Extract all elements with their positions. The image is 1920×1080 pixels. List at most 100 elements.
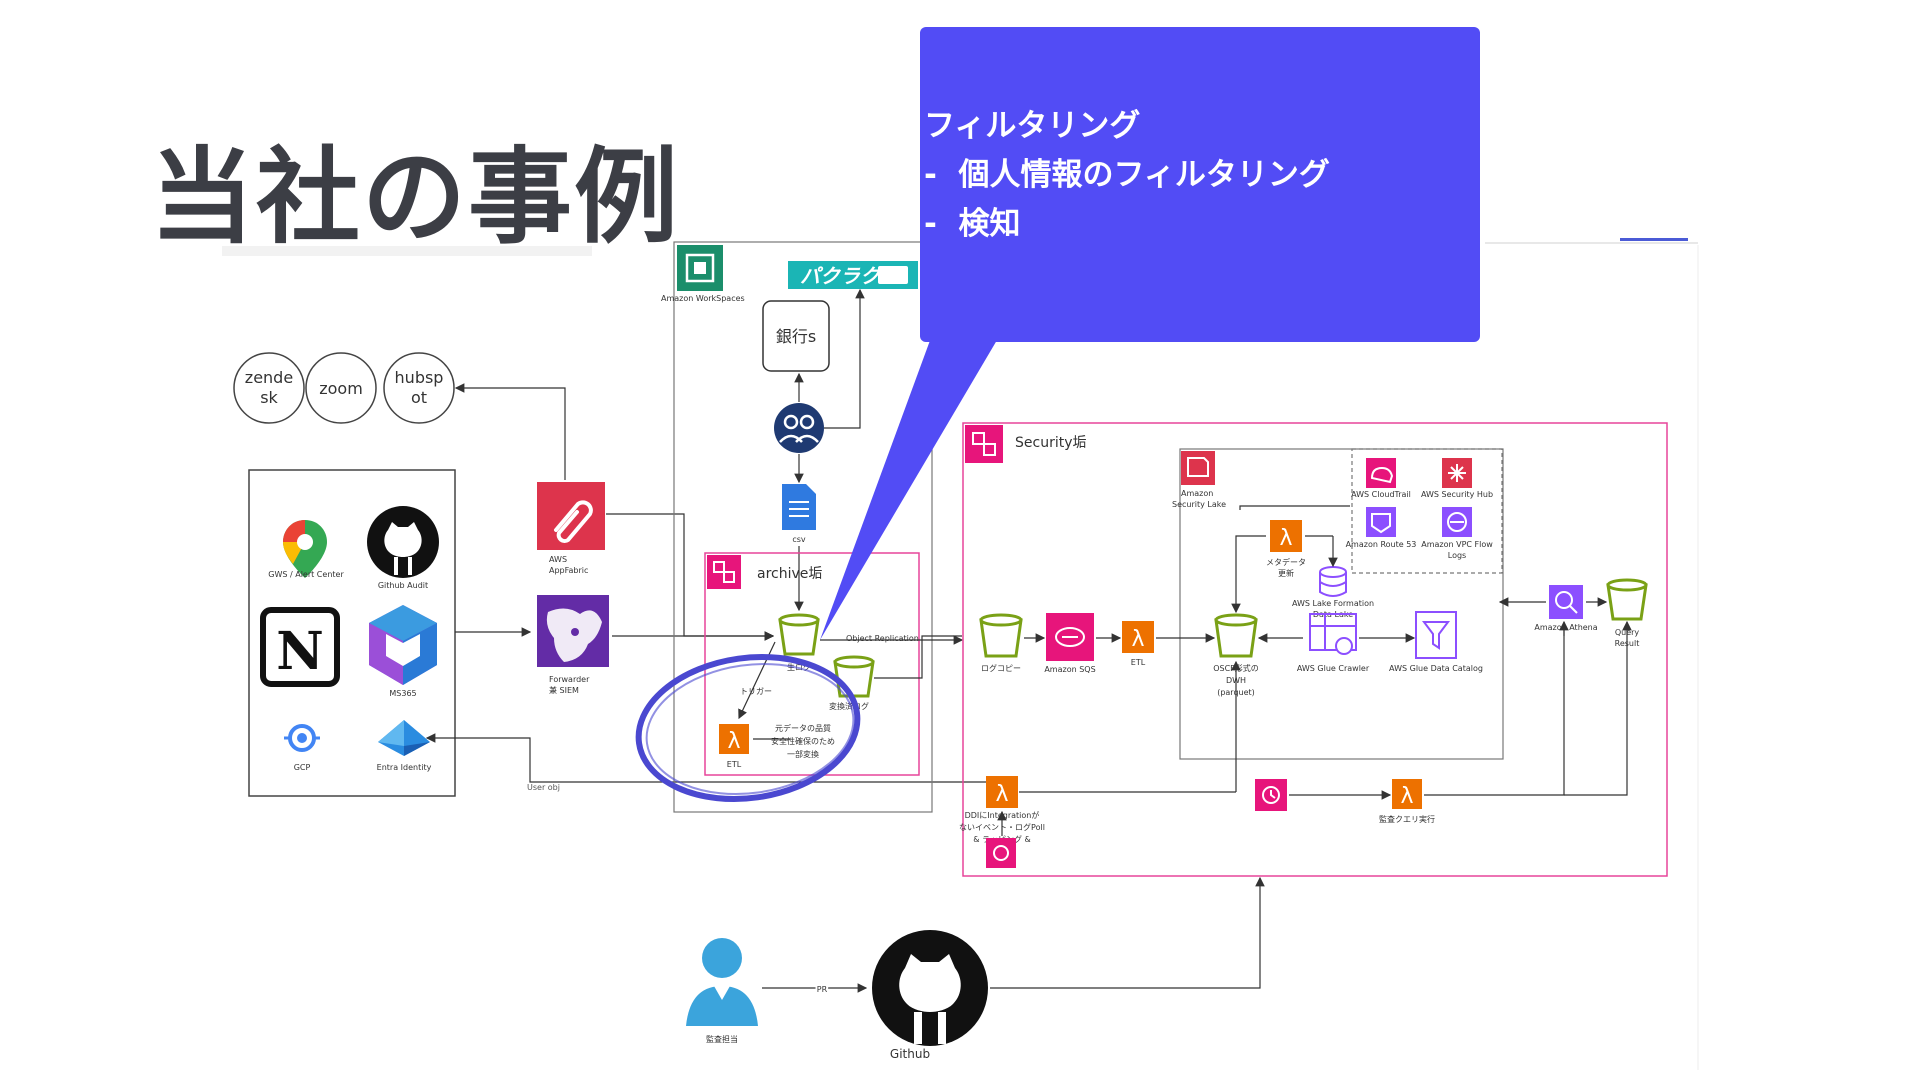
svg-text:λ: λ	[1131, 627, 1144, 652]
security-lake-icon	[1181, 451, 1215, 485]
datadog-forwarder-icon	[537, 595, 609, 667]
notion-icon: N	[260, 607, 340, 687]
workspaces-container	[673, 241, 933, 813]
lake-formation-icon	[1319, 566, 1347, 597]
svg-text:λ: λ	[1279, 526, 1292, 551]
zoom-circle	[305, 352, 377, 424]
bank-box	[762, 300, 830, 372]
csv-file-icon	[782, 484, 816, 530]
archive-note: 元データの品質安全性確保のため一部変換	[771, 723, 835, 759]
athena-icon	[1549, 585, 1583, 619]
athena-label: Amazon Athena	[1534, 623, 1597, 632]
route53-label: Amazon Route 53	[1346, 540, 1417, 549]
security-etl-label: ETL	[1131, 658, 1146, 667]
security-connectors	[997, 505, 1632, 836]
pr-label: PR	[817, 985, 828, 994]
zendesk-circle	[233, 352, 305, 424]
callout-line-3: - 検知	[924, 206, 1021, 242]
github-connector	[990, 876, 1265, 989]
scheduler-icon	[1255, 779, 1287, 811]
archive-etl-label: ETL	[727, 760, 742, 769]
github-icon	[872, 930, 988, 1046]
svg-text:パクラク: パクラク	[800, 264, 882, 288]
workspaces-connectors	[794, 288, 865, 612]
sources-box: GWS / Alert Center Github Audit N MS	[248, 469, 456, 797]
svg-text:λ: λ	[727, 729, 740, 754]
hubspot-circle	[383, 352, 455, 424]
github-audit-icon	[367, 506, 439, 578]
route53-icon	[1366, 507, 1396, 537]
eventbridge-icon	[986, 838, 1016, 868]
callout-box	[920, 27, 1480, 342]
gws-label: GWS / Alert Center	[268, 570, 344, 579]
archive-account-icon	[707, 555, 741, 589]
glue-catalog-label: AWS Glue Data Catalog	[1389, 664, 1483, 673]
title-underline	[222, 246, 592, 256]
dwh-bucket-icon	[1214, 613, 1258, 658]
security-etl-lambda-icon: λ	[1122, 621, 1154, 653]
log-copy-label: ログコピー	[981, 663, 1021, 673]
cloudtrail-icon	[1366, 458, 1396, 488]
transformed-log-label: 変換済ログ	[829, 701, 869, 711]
security-hub-label: AWS Security Hub	[1421, 490, 1493, 499]
audit-query-label: 監査クエリ実行	[1379, 814, 1435, 824]
google-maps-icon	[283, 520, 327, 578]
object-replication-label: Object Replication	[846, 634, 919, 643]
left-connectors	[425, 383, 1000, 783]
callout-line-1: フィルタリング	[924, 108, 1141, 144]
csv-label: csv	[792, 535, 806, 544]
ms365-icon	[369, 605, 437, 685]
metadata-lambda-icon: λ	[1270, 520, 1302, 552]
callout-text: フィルタリング - 個人情報のフィルタリング - 検知	[924, 102, 1330, 249]
audit-query-lambda-icon: λ	[1392, 779, 1422, 809]
query-result-bucket-icon	[1606, 578, 1648, 621]
glue-crawler-label: AWS Glue Crawler	[1297, 664, 1370, 673]
rakuraku-logo: パクラク	[788, 261, 918, 289]
zoom-label: zoom	[319, 379, 363, 398]
raw-log-bucket-icon	[778, 613, 820, 656]
ms365-label: MS365	[389, 689, 416, 698]
user-obj-label: User obj	[527, 783, 560, 792]
auditor-icon	[686, 938, 758, 1026]
highlight-circle-inner	[645, 662, 855, 796]
bank-label: 銀行s	[776, 327, 816, 346]
log-copy-bucket-icon	[979, 613, 1023, 658]
svg-text:λ: λ	[1400, 784, 1413, 809]
archive-label: archive垢	[757, 566, 822, 582]
security-label: Security垢	[1015, 435, 1087, 451]
entra-label: Entra Identity	[377, 763, 432, 772]
glue-crawler-icon	[1309, 613, 1357, 655]
svg-text:λ: λ	[995, 782, 1008, 807]
security-account-box	[962, 422, 1668, 877]
workspaces-icon	[677, 245, 723, 291]
github-audit-label: Github Audit	[378, 581, 428, 590]
auditor-label: 監査担当	[706, 1034, 738, 1044]
archive-etl-lambda-icon: λ	[719, 724, 749, 754]
page-title: 当社の事例	[150, 136, 681, 258]
svg-text:N: N	[276, 621, 324, 682]
metadata-label: メタデータ更新	[1266, 557, 1306, 578]
gcp-icon	[284, 724, 320, 752]
ddi-lambda-icon: λ	[986, 776, 1018, 808]
entra-icon	[378, 720, 430, 756]
cloudtrail-label: AWS CloudTrail	[1351, 490, 1411, 499]
glue-catalog-icon	[1415, 611, 1457, 659]
security-account-icon	[965, 425, 1003, 463]
security-hub-icon	[1442, 458, 1472, 488]
trigger-label: トリガー	[740, 686, 772, 696]
callout-pointer	[820, 335, 1000, 640]
sqs-label: Amazon SQS	[1044, 665, 1095, 674]
appfabric-icon	[537, 482, 605, 550]
log-sources-dashed	[1351, 448, 1503, 574]
gcp-label: GCP	[294, 763, 311, 772]
github-label: Github	[890, 1047, 930, 1061]
vpc-flow-icon	[1442, 507, 1472, 537]
